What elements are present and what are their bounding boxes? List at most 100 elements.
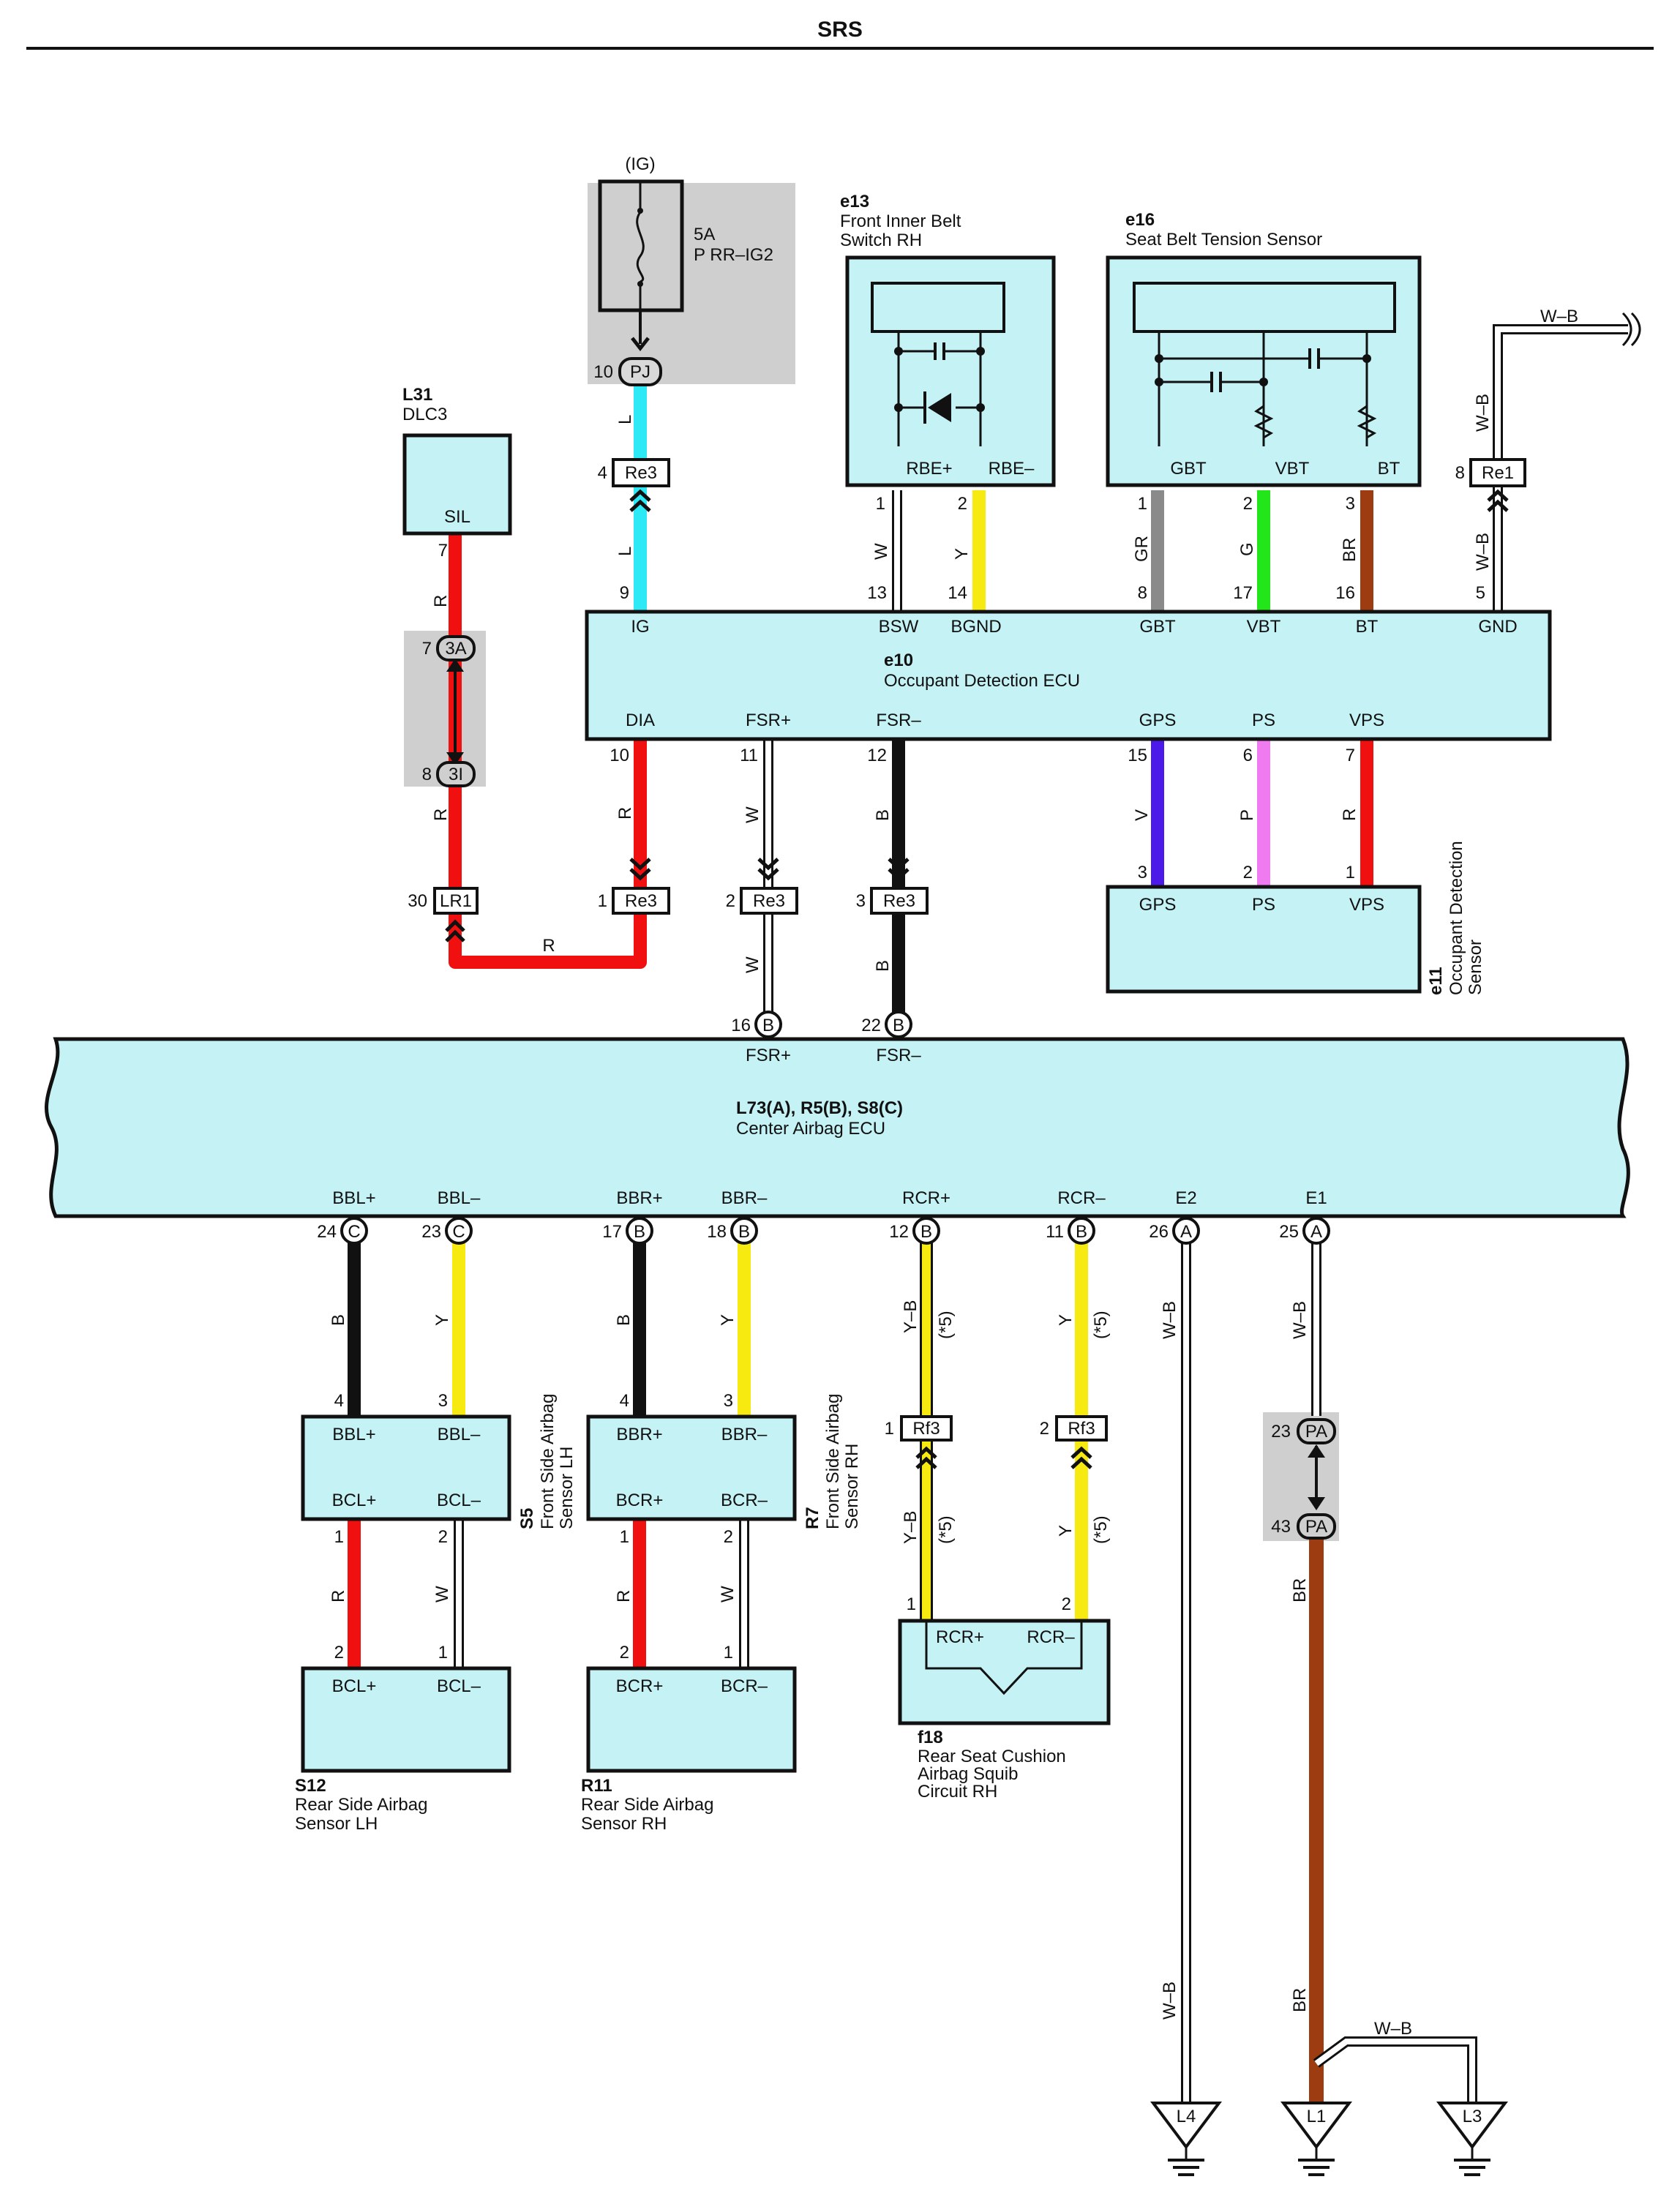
wire-label-w-bcrm: W [718, 1586, 738, 1602]
e13-pin-1: 1 [876, 494, 885, 514]
e10-pin-vps: VPS [1349, 711, 1384, 730]
wire-label-r-sil1: R [431, 595, 451, 607]
e16-id: e16 [1125, 210, 1155, 230]
re1-pin: 8 [1455, 463, 1465, 483]
re3-ig-label: Re3 [625, 463, 657, 483]
rf3-plus-label: Rf3 [912, 1419, 940, 1439]
wire-label-b-bbrp: B [614, 1314, 634, 1326]
junction-3i-arrow-icon [446, 752, 464, 765]
fuse-amp: 5A [694, 225, 715, 244]
s12-pin-2: 2 [334, 1643, 344, 1662]
center-ecu-fsrm-terminal [885, 1011, 912, 1038]
ground-l3-label: L3 [1463, 2107, 1482, 2126]
e16-pin-3: 3 [1346, 494, 1355, 514]
s12-bclp: BCL+ [332, 1676, 377, 1696]
e16-name: Seat Belt Tension Sensor [1125, 230, 1322, 250]
e16-node-2 [1155, 378, 1163, 386]
fuse-ig-label: (IG) [625, 154, 655, 174]
ground-l3: L3 [1436, 2102, 1508, 2176]
junction-pa-bottom-pin: 43 [1271, 1517, 1291, 1537]
e10-pin-ig: IG [631, 617, 649, 637]
ground-l4-triangle [1150, 2102, 1222, 2150]
e16-capacitor-2-icon [1210, 372, 1222, 392]
f18-id: f18 [918, 1728, 943, 1747]
wire-label-br-e1-bottom: BR [1290, 1988, 1310, 2012]
wire-label-br-e1: BR [1290, 1578, 1310, 1602]
junction-3a-pin: 7 [422, 639, 432, 659]
center-ecu-rcrp-terminal [912, 1217, 940, 1245]
re3-fsrp-arrow-icon [757, 858, 779, 881]
center-ecu-bottom-terminals: BBL+ C 24 BBL– C 23 BBR+ B 17 BBR– B 18 … [317, 1188, 1330, 1245]
center-ecu-e2-num: 26 [1149, 1222, 1169, 1242]
fuse-arrow-icon [631, 337, 650, 352]
center-ecu-bblm-label: BBL– [438, 1188, 481, 1208]
rf3-minus-label: Rf3 [1068, 1419, 1095, 1439]
center-ecu-bbrm-terminal [730, 1217, 758, 1245]
junction-pa-top [1297, 1418, 1336, 1444]
lr1-label: LR1 [440, 891, 472, 911]
center-ecu-e1-label: E1 [1305, 1188, 1327, 1208]
e16-node-4 [1362, 354, 1371, 363]
re3-fsrm-pin: 3 [856, 891, 866, 911]
junction-pa-top-label: PA [1305, 1422, 1327, 1442]
wire-label-w-bclm: W [432, 1586, 452, 1602]
center-ecu-bbrp-terminal [626, 1217, 653, 1245]
wire-label-w-fsrp-2: W [743, 956, 762, 973]
e10-pin-gnd: GND [1478, 617, 1517, 637]
center-ecu-bblp-label: BBL+ [332, 1188, 375, 1208]
e13-node-4 [976, 403, 985, 412]
center-ecu-bbrm-label: BBR– [721, 1188, 768, 1208]
e16-seat-belt-tension-sensor: e16 Seat Belt Tension Sensor GBT VBT BT … [1106, 210, 1422, 514]
center-ecu-fsrp-label: FSR+ [746, 1046, 791, 1065]
s5-pin-4: 4 [334, 1391, 344, 1411]
rf3-plus-box [900, 1415, 953, 1442]
junction-pa-bottom [1297, 1513, 1336, 1540]
s5-id: S5 [517, 1508, 537, 1529]
wire-label-w-fsrp: W [743, 806, 762, 823]
center-ecu-id: L73(A), R5(B), S8(C) [736, 1098, 903, 1118]
junction-pa-up-arrow-icon [1308, 1444, 1325, 1458]
connector-re3-ig: Re3 4 [598, 458, 670, 512]
r11-pin-2: 2 [620, 1643, 629, 1662]
e10-name: Occupant Detection ECU [884, 671, 1080, 691]
center-ecu-bblp-conn: C [348, 1222, 360, 1242]
fuse-name: P RR–IG2 [694, 245, 773, 265]
wire-note-rcrp-top: (*5) [936, 1311, 956, 1339]
ground-l4-label: L4 [1177, 2107, 1196, 2126]
r7-front-side-airbag-sensor-rh: BBR+ BBR– BCR+ BCR– 4 3 1 2 R7 Front Sid… [586, 1391, 862, 1547]
wire-break-mark-2 [1630, 312, 1641, 347]
wire-label-g: G [1237, 542, 1257, 556]
s5-name-2: Sensor LH [557, 1447, 577, 1529]
wire-label-y-bblm: Y [432, 1314, 452, 1326]
wire-label-l-top: L [615, 415, 635, 424]
e13-pin-2: 2 [958, 494, 967, 514]
f18-squib-icon [925, 1621, 1083, 1695]
center-ecu-bbrp-num: 17 [602, 1222, 622, 1242]
wire-label-wb-horizontal: W–B [1540, 307, 1578, 326]
e10-pin-vbt-num: 17 [1233, 583, 1253, 603]
e10-pin-bt-num: 16 [1335, 583, 1355, 603]
center-ecu-bblm-terminal [445, 1217, 473, 1245]
s12-box [301, 1666, 511, 1773]
f18-rcrm: RCR– [1027, 1627, 1075, 1647]
center-ecu-fsrp-terminal [754, 1011, 782, 1038]
connector-re1: Re1 8 [1455, 458, 1526, 512]
center-ecu-rcrm-conn: B [1076, 1222, 1087, 1242]
fuse-shade [588, 183, 795, 384]
e13-front-inner-belt-switch: e13 Front Inner Belt Switch RH RBE+ RBE–… [840, 192, 1056, 514]
fuse-element-icon [636, 211, 645, 283]
junction-3a-3i: 3A 7 3I 8 [422, 635, 476, 787]
r7-pin-4: 4 [620, 1391, 629, 1411]
e13-name-2: Switch RH [840, 230, 922, 250]
wire-label-br-bt: BR [1340, 538, 1360, 562]
lr1-box [433, 887, 479, 915]
center-ecu-rcrm-num: 11 [1046, 1222, 1064, 1242]
center-ecu-e2-conn: A [1180, 1222, 1192, 1242]
center-ecu-bblp-terminal [340, 1217, 368, 1245]
e13-node-3 [976, 347, 985, 356]
dlc3-sil-label: SIL [444, 507, 470, 527]
e16-capacitor-icon [1308, 348, 1320, 369]
re3-dia-pin: 1 [598, 891, 607, 911]
e10-occupant-detection-ecu: e10 Occupant Detection ECU IG 9 BSW 13 B… [585, 583, 1552, 765]
